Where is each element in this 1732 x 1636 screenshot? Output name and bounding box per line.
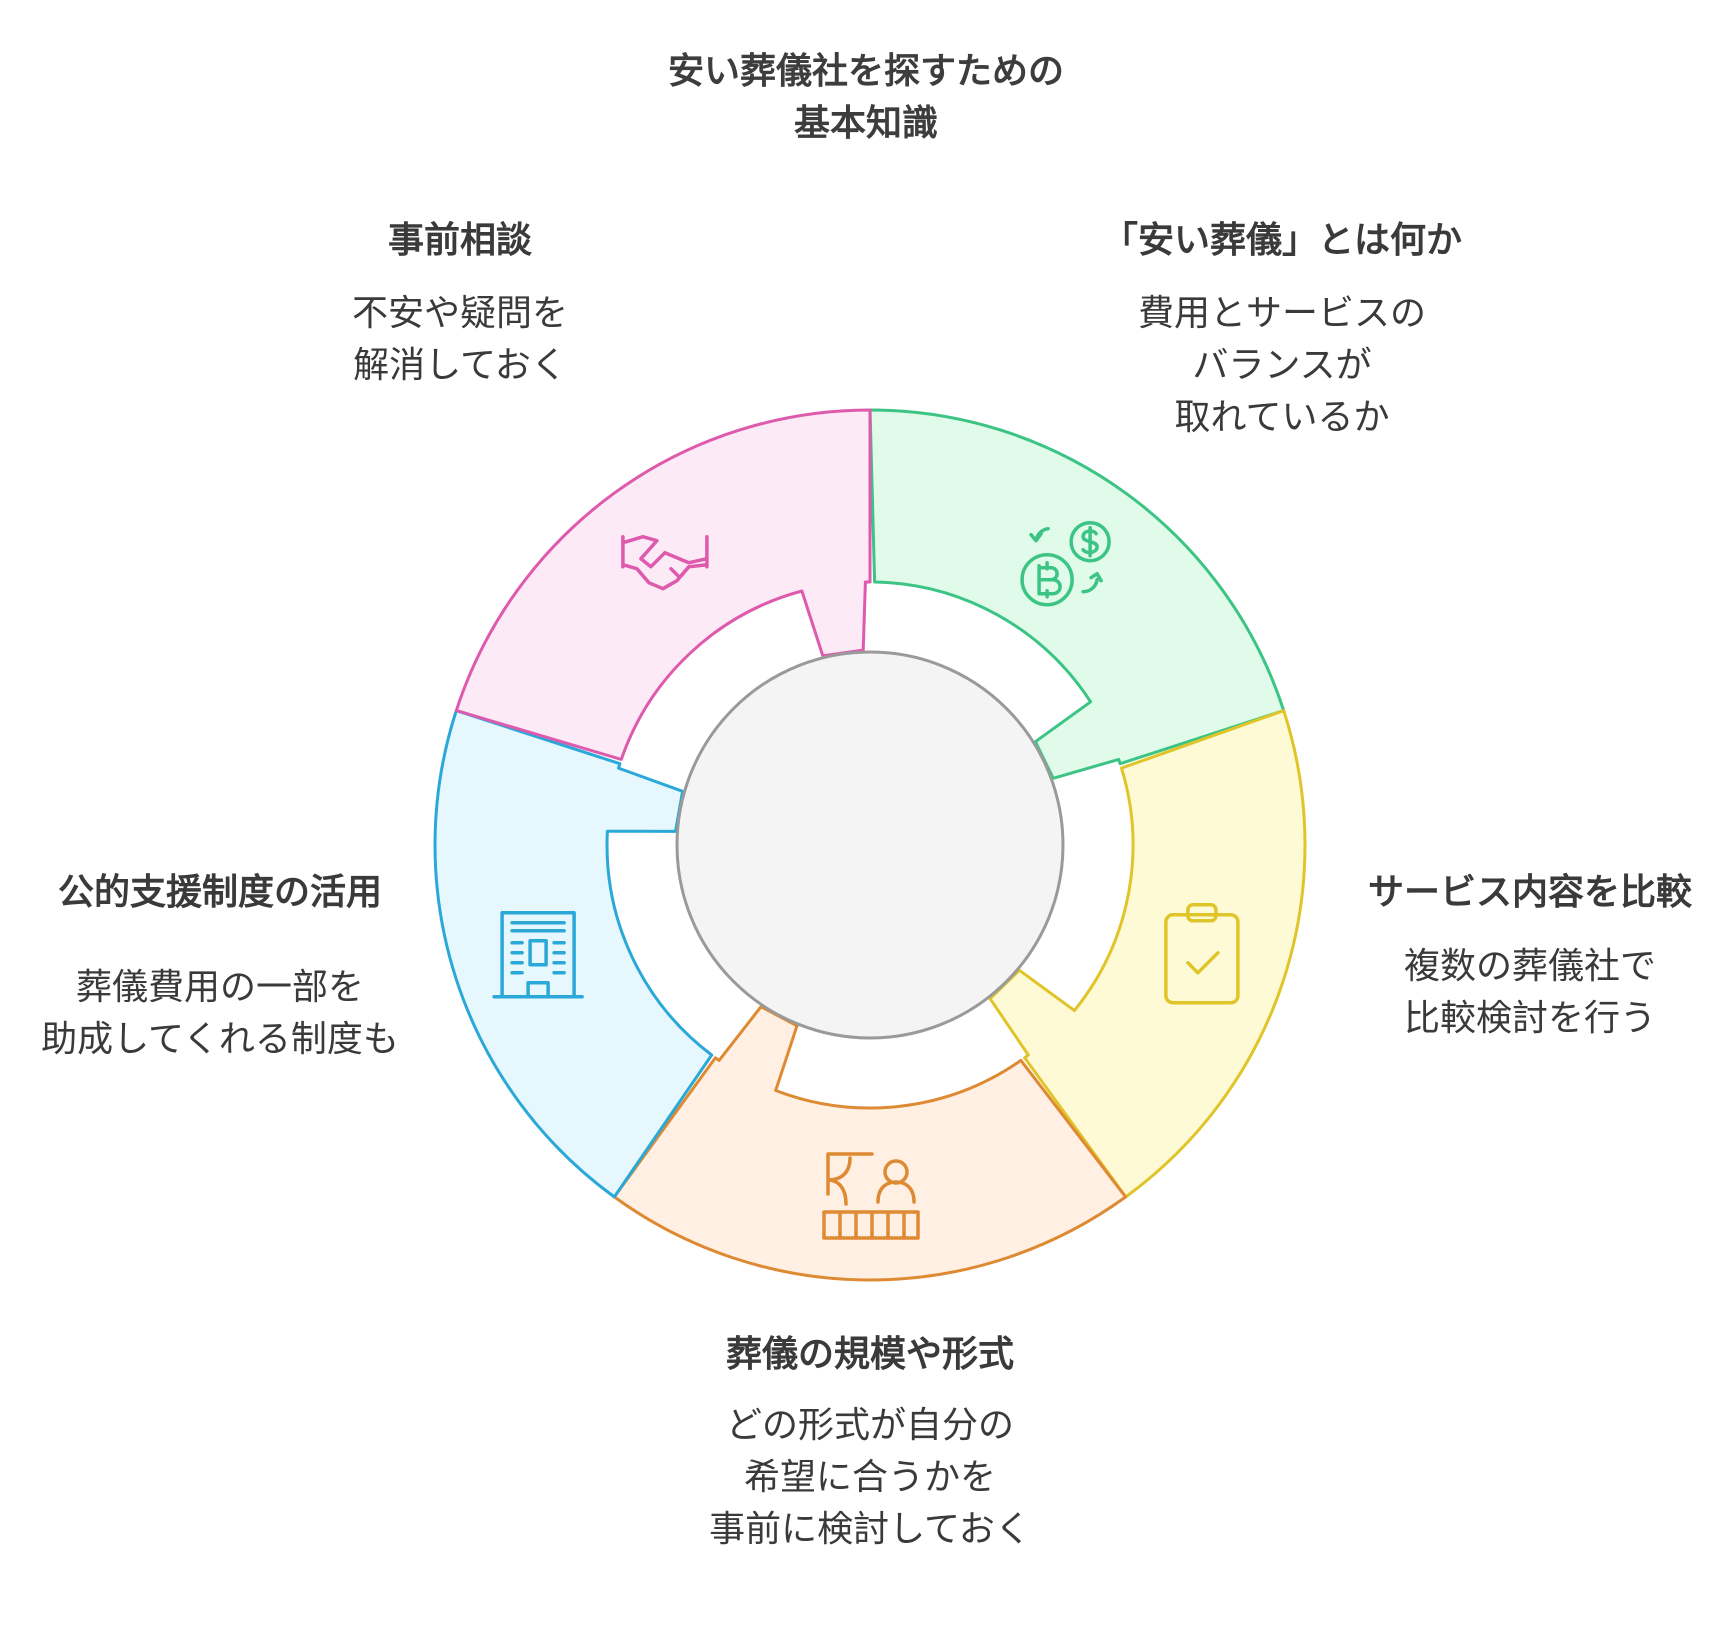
title-line-2: 基本知識 xyxy=(793,103,938,144)
segment-text-scale: どの形式が自分の 希望に合うかを 事前に検討しておく xyxy=(709,1405,1031,1550)
segment-consult xyxy=(454,408,872,761)
segment-heading-cheap: 「安い葬儀」とは何か xyxy=(1101,220,1462,261)
segment-text-consult: 不安や疑問を 解消しておく xyxy=(351,293,568,386)
segment-heading-support: 公的支援制度の活用 xyxy=(57,872,382,913)
segment-text-support: 葬儀費用の一部を 助成してくれる制度も xyxy=(41,967,399,1060)
segment-heading-consult: 事前相談 xyxy=(387,220,532,261)
clipboard-check-icon xyxy=(1164,903,1240,1005)
reception-desk-icon xyxy=(822,1152,920,1240)
segment-text-cheap: 費用とサービスの バランスが 取れているか xyxy=(1137,293,1426,438)
segment-heading-compare: サービス内容を比較 xyxy=(1367,872,1692,913)
diagram-title: 安い葬儀社を探すための 基本知識 xyxy=(566,46,1166,150)
segment-text-compare: 複数の葬儀社で 比較検討を行う xyxy=(1403,946,1656,1039)
title-line-1: 安い葬儀社を探すための xyxy=(667,51,1064,92)
center-hub xyxy=(675,650,1065,1040)
handshake-icon xyxy=(621,534,709,591)
currency-exchange-icon xyxy=(1020,520,1111,607)
building-icon xyxy=(492,911,584,999)
segment-heading-scale: 葬儀の規模や形式 xyxy=(725,1334,1014,1375)
